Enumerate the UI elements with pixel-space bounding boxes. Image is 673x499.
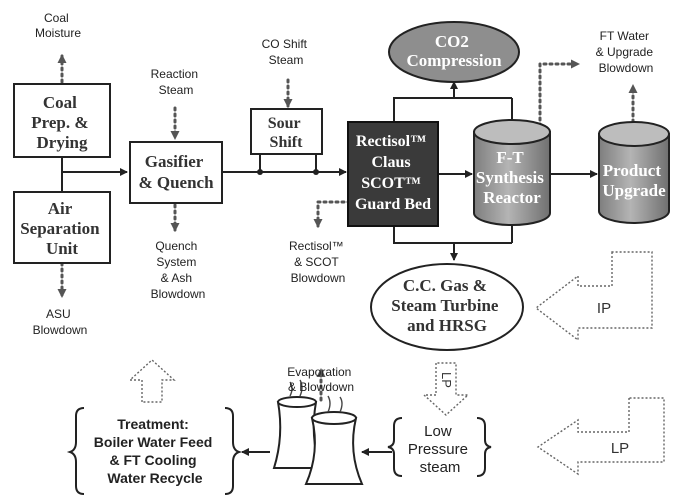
junction-dot (257, 169, 263, 175)
lp-down-arrow-label: LP (439, 372, 454, 388)
coal-prep-box (13, 83, 111, 158)
evaporation-blowdown-label: Evaporation & Blowdown (287, 365, 354, 394)
rectisol-blowdown-arrow (313, 200, 352, 228)
ip-arrow-label: IP (597, 300, 611, 317)
cc-gas-oval (370, 263, 524, 351)
lp-down-arrow (422, 362, 470, 416)
coal-prep-label: Coal Prep. & Drying (31, 93, 93, 152)
treatment-bracket (66, 407, 243, 495)
treatment-label: Treatment: Boiler Water Feed & FT Coolin… (94, 416, 216, 486)
rectisol-blowdown-label: Rectisol™ & SCOT Blowdown (289, 239, 347, 285)
product-upgrade-label: Product Upgrade (602, 161, 666, 200)
dotted-arrows (57, 54, 638, 402)
gasifier-label: Gasifier & Quench (138, 152, 214, 192)
ft-reactor-cylinder (473, 119, 551, 226)
lp-right-arrow-label: LP (611, 440, 629, 457)
co2-compression-oval (388, 21, 520, 83)
junction-dot (313, 169, 319, 175)
flow-lines (61, 81, 598, 456)
rectisol-guard-bed-box (347, 121, 439, 227)
sour-shift-label: Sour Shift (268, 115, 305, 151)
to-co2-line (393, 81, 458, 122)
ft-reactor-label: F-T Synthesis Reactor (476, 148, 548, 207)
gasifier-box (129, 141, 223, 204)
asu-box (13, 191, 111, 264)
ft-water-arrow (538, 59, 580, 134)
sour-shift-box (250, 108, 323, 155)
co-shift-steam-label: CO Shift Steam (262, 37, 311, 67)
asu-label: Air Separation Unit (20, 199, 104, 258)
recycle-up-arrow (128, 359, 176, 403)
lp-steam-arrow (536, 397, 665, 476)
ip-steam-arrow (534, 251, 653, 342)
coal-moisture-label: Coal Moisture (35, 11, 81, 40)
to-ccgas-line (393, 226, 512, 244)
quench-blowdown-label: Quench System & Ash Blowdown (151, 239, 206, 301)
reaction-steam-label: Reaction Steam (151, 67, 202, 97)
asu-blowdown-label: ASU Blowdown (33, 307, 88, 337)
cooling-tower-icon (272, 379, 364, 485)
low-pressure-steam-label: Low Pressure steam (408, 423, 472, 476)
low-pressure-steam-bracket (387, 417, 492, 477)
cc-gas-label: C.C. Gas & Steam Turbine and HRSG (391, 276, 502, 335)
product-upgrade-cylinder (598, 121, 670, 224)
ft-water-blowdown-label: FT Water & Upgrade Blowdown (596, 29, 657, 75)
co2-compression-label: CO2 Compression (406, 32, 502, 70)
rectisol-guard-bed-label: Rectisol™ Claus SCOT™ Guard Bed (355, 133, 431, 213)
